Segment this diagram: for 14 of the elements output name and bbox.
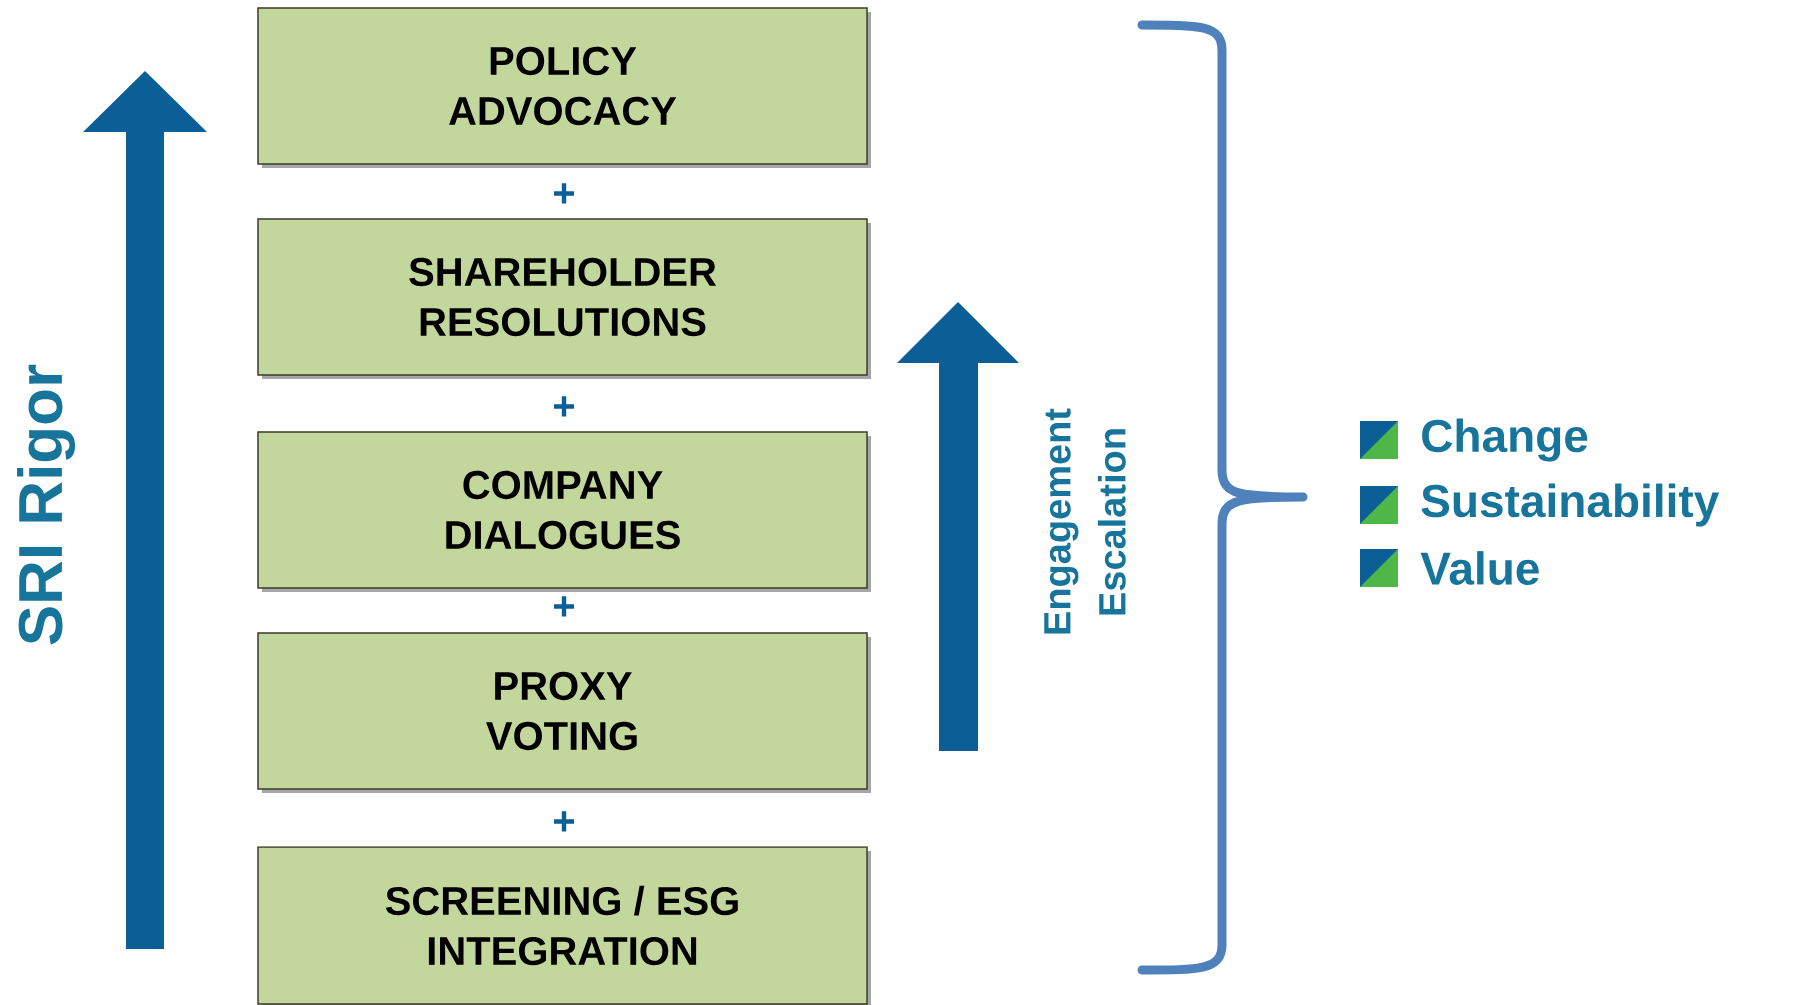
plus-sign: +: [554, 396, 575, 417]
axis-label: Engagement Escalation: [1044, 408, 1126, 634]
process-box: SCREENING / ESG INTEGRATION: [257, 846, 871, 1005]
process-box: PROXY VOTING: [257, 632, 871, 793]
plus-sign: +: [554, 811, 575, 832]
plus-sign: +: [554, 183, 575, 204]
process-box: SHAREHOLDER RESOLUTIONS: [257, 218, 871, 379]
axis-label: SRI Rigor: [17, 364, 76, 645]
process-box: COMPANY DIALOGUES: [257, 431, 871, 592]
bullet-text: Sustainability: [1421, 483, 1720, 527]
plus-sign: +: [554, 596, 575, 617]
bullet-text: Value: [1420, 551, 1539, 585]
bullet-text: Change: [1422, 418, 1588, 462]
process-box: POLICY ADVOCACY: [257, 7, 871, 168]
